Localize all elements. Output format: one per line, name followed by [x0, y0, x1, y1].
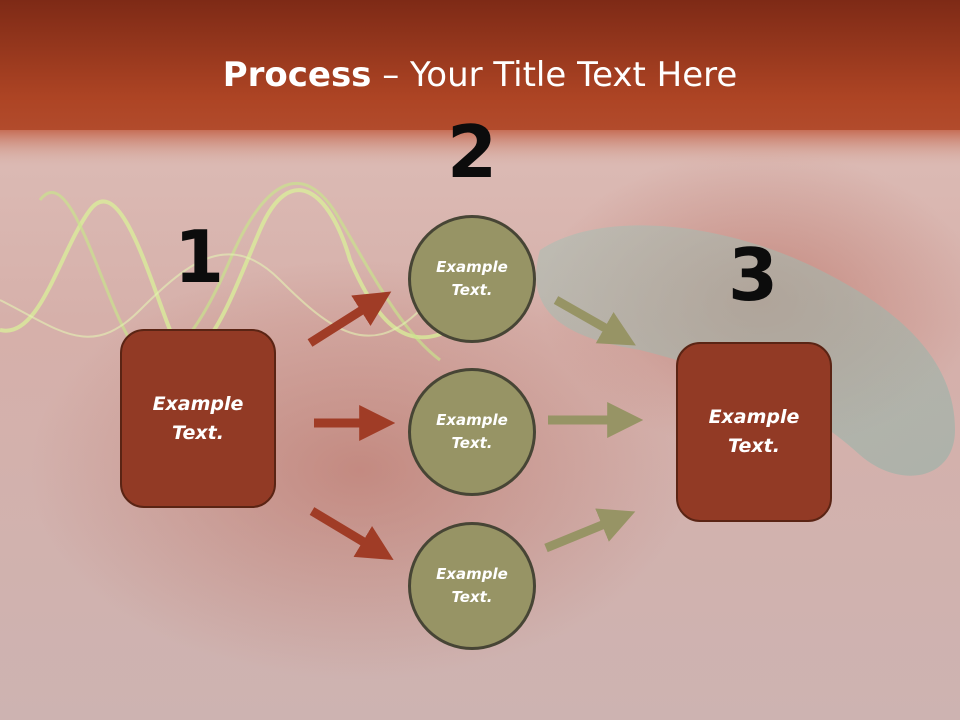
- arrow-2-to-3-bottom: [544, 508, 636, 553]
- step-2-circle-middle[interactable]: Example Text.: [408, 368, 536, 496]
- step-2-circle-bottom[interactable]: Example Text.: [408, 522, 536, 650]
- arrow-2-to-3-top: [553, 296, 636, 346]
- title-rest: – Your Title Text Here: [371, 55, 738, 95]
- step-3-box[interactable]: Example Text.: [676, 342, 832, 522]
- step-1-box[interactable]: Example Text.: [120, 329, 276, 508]
- step-2-circle-top[interactable]: Example Text.: [408, 215, 536, 343]
- step-1-number: 1: [173, 215, 225, 299]
- arrow-1-to-2-bottom: [309, 507, 394, 560]
- slide-title: Process – Your Title Text Here: [0, 52, 960, 98]
- arrow-1-to-2-top: [307, 291, 392, 347]
- title-bold: Process: [222, 55, 372, 95]
- step-2-number: 2: [446, 110, 498, 194]
- step-3-number: 3: [727, 233, 779, 317]
